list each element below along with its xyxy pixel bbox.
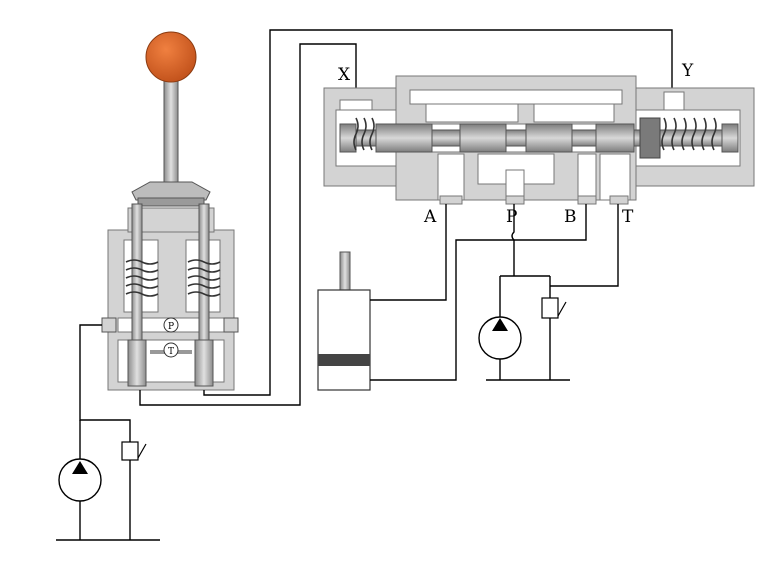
relief-valve-icon [541,297,559,319]
pilot-pump-unit [56,324,160,541]
port-y-label: Y [681,61,694,81]
joystick-bell [131,181,211,201]
joystick-lever[interactable] [163,75,179,187]
port-b-label: B [564,207,577,227]
pressure-gauge-t-label: T [168,347,174,357]
work-lines [370,204,587,381]
pilot-lines [139,29,673,406]
spring-icon [661,117,717,151]
relief-valve-icon [121,441,139,461]
pressure-gauge-p [163,317,179,333]
pressure-gauge-p-label: P [168,322,174,332]
spring-icon [125,259,159,297]
spring-icon [353,117,375,151]
pressure-gauge-t [163,342,179,358]
port-p-label: P [506,207,517,227]
port-t-label: T [622,207,634,227]
orange-ball-knob-icon[interactable] [145,31,197,83]
pilot-joystick-valve: P T [101,31,239,391]
port-x-label: X [338,65,351,85]
hydraulic-cylinder-icon [317,251,371,391]
main-directional-valve [323,75,755,205]
port-a-label: A [423,207,437,227]
spring-icon [187,259,221,297]
main-pump-unit [478,204,619,381]
